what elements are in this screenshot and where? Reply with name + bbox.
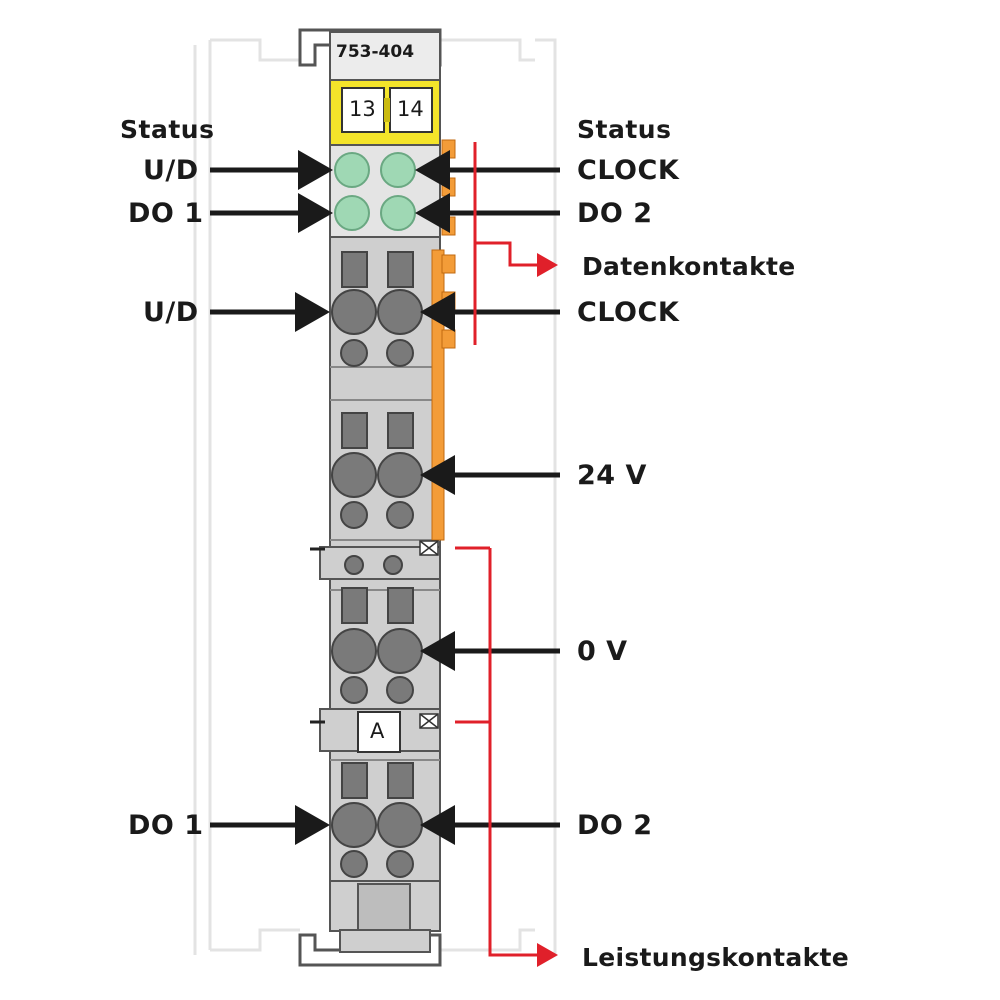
led-do1 <box>334 195 370 231</box>
led-do2-label: DO 2 <box>577 198 653 229</box>
status-leds <box>334 152 416 231</box>
term-do2-label: DO 2 <box>577 810 653 841</box>
led-clock <box>380 152 416 188</box>
led-do1-label: DO 1 <box>128 198 204 229</box>
led-ud-label: U/D <box>143 155 199 186</box>
marker-13: 13 <box>349 97 376 121</box>
data-contacts-label: Datenkontakte <box>582 252 796 281</box>
marker-a: A <box>370 719 385 743</box>
status-right-heading: Status <box>577 115 672 144</box>
terminal-group-4 <box>331 762 423 878</box>
term-ud-label: U/D <box>143 297 199 328</box>
status-left-heading: Status <box>120 115 215 144</box>
led-clock-label: CLOCK <box>577 155 680 186</box>
terminal-group-3 <box>331 587 423 704</box>
term-do1-label: DO 1 <box>128 810 204 841</box>
term-24v-label: 24 V <box>577 460 647 491</box>
marker-14: 14 <box>397 97 424 121</box>
term-0v-label: 0 V <box>577 636 628 667</box>
term-clock-label: CLOCK <box>577 297 680 328</box>
terminal-group-2 <box>331 412 423 575</box>
led-do2 <box>380 195 416 231</box>
terminal-group-1 <box>331 251 423 367</box>
neighbor-outline <box>193 38 557 957</box>
led-ud <box>334 152 370 188</box>
power-contacts-label: Leistungskontakte <box>582 943 850 972</box>
part-number-label: 753-404 <box>336 42 415 62</box>
contact-brackets <box>455 142 558 967</box>
pointer-arrows <box>210 150 560 845</box>
